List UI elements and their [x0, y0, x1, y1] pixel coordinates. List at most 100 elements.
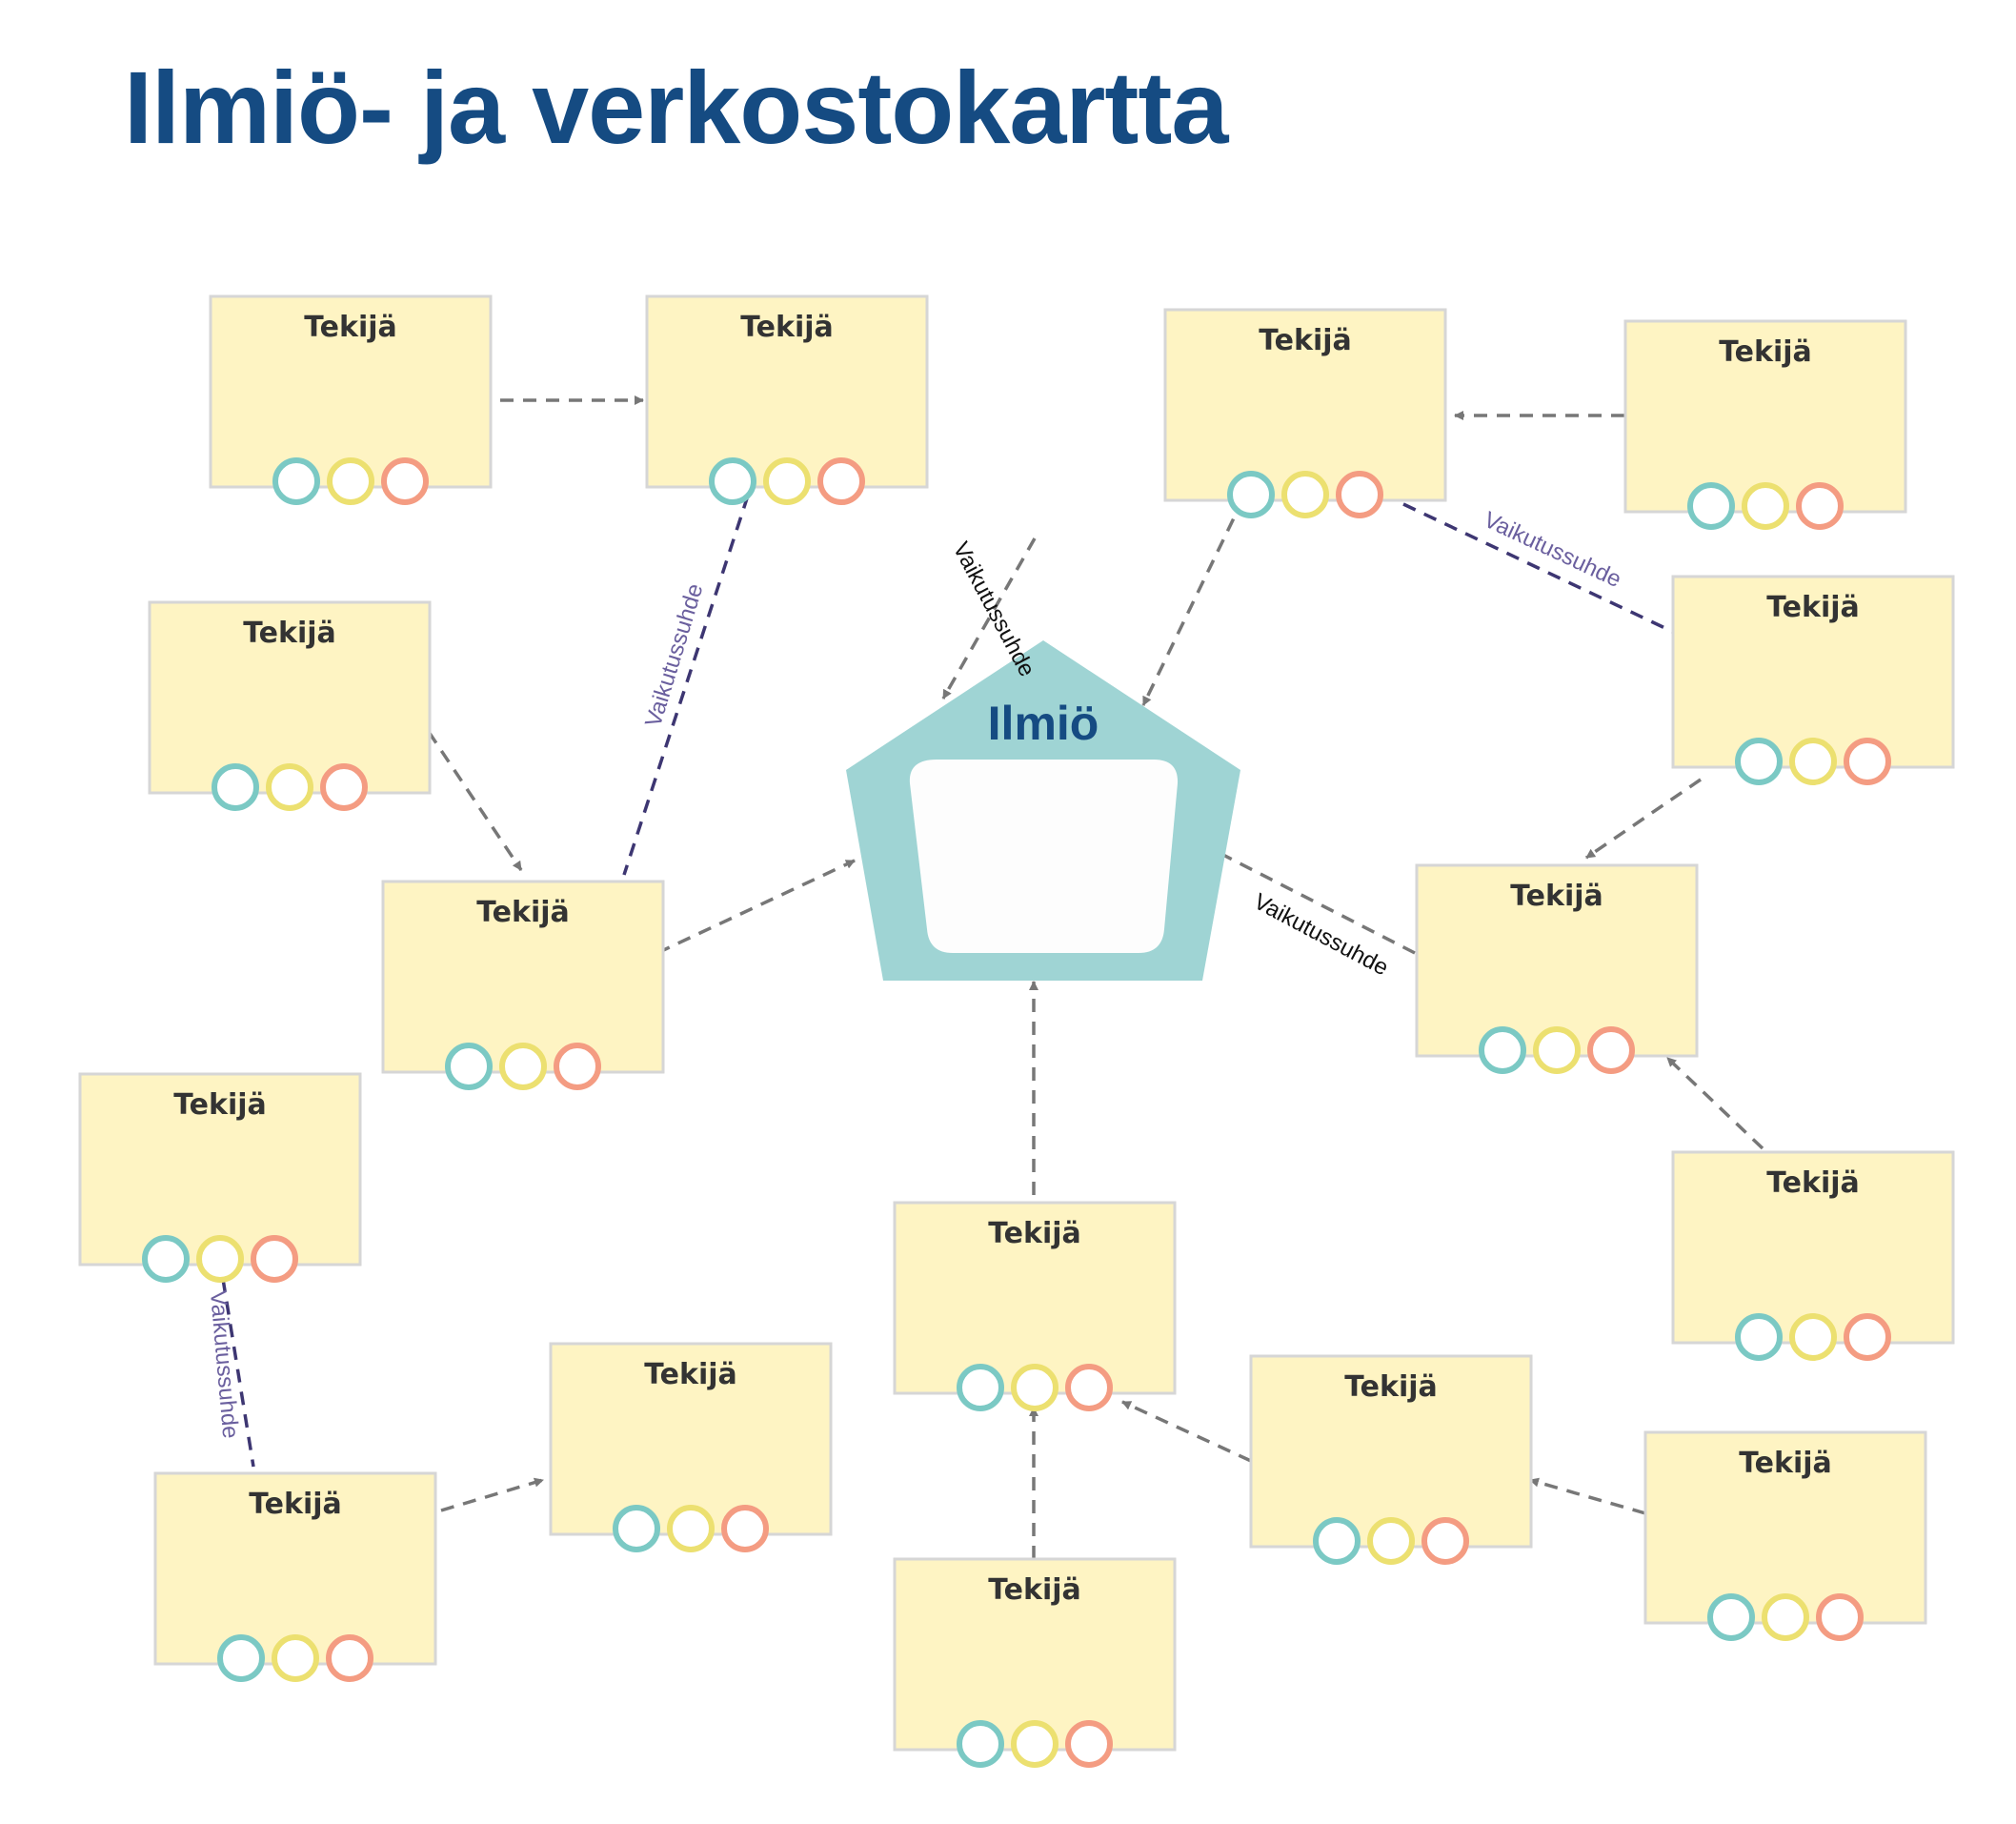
phenomenon-shape[interactable]: Ilmiö [846, 640, 1240, 981]
actor-card-box [153, 1471, 437, 1666]
status-circle-salmon[interactable] [1816, 1593, 1864, 1641]
status-circle-teal[interactable] [142, 1235, 190, 1283]
status-circle-yellow[interactable] [327, 457, 374, 505]
actor-card[interactable]: Tekijä [1671, 1150, 1955, 1361]
status-circle-salmon[interactable] [381, 457, 429, 505]
actor-card[interactable]: Tekijä [549, 1342, 833, 1552]
actor-card[interactable]: Tekijä [1163, 308, 1447, 518]
status-circle-yellow[interactable] [763, 457, 811, 505]
relation-line[interactable] [622, 495, 750, 876]
actor-label: Tekijä [1739, 1447, 1832, 1480]
relation-label: Vaikutussuhde [640, 580, 708, 730]
status-circle-teal[interactable] [1227, 471, 1275, 518]
status-circle-salmon[interactable] [1336, 471, 1383, 518]
status-circle-teal[interactable] [272, 457, 320, 505]
dependency-arrow[interactable] [427, 731, 523, 871]
status-circle-yellow[interactable] [1011, 1720, 1058, 1768]
status-circle-teal[interactable] [1479, 1026, 1526, 1074]
status-circle-teal[interactable] [1735, 738, 1783, 785]
status-circle-salmon[interactable] [251, 1235, 298, 1283]
actor-card[interactable]: Tekijä [153, 1471, 437, 1682]
status-circle-salmon[interactable] [1065, 1720, 1113, 1768]
status-circle-salmon[interactable] [1796, 482, 1844, 530]
actor-card[interactable]: Tekijä [1671, 575, 1955, 785]
actor-card-box [549, 1342, 833, 1536]
status-circle-yellow[interactable] [1742, 482, 1789, 530]
status-circle-salmon[interactable] [1065, 1364, 1113, 1411]
actor-card[interactable]: Tekijä [209, 294, 493, 505]
status-circle-yellow[interactable] [1011, 1364, 1058, 1411]
status-circle-yellow[interactable] [1789, 738, 1837, 785]
status-circle-teal[interactable] [957, 1364, 1004, 1411]
status-circle-salmon[interactable] [721, 1505, 769, 1552]
status-circle-yellow[interactable] [1533, 1026, 1581, 1074]
status-circle-yellow[interactable] [1762, 1593, 1809, 1641]
status-circle-yellow[interactable] [196, 1235, 244, 1283]
dependency-arrow[interactable] [1665, 1056, 1764, 1150]
actor-card[interactable]: Tekijä [1249, 1354, 1533, 1565]
status-circle-salmon[interactable] [554, 1043, 601, 1090]
status-circle-teal[interactable] [1313, 1517, 1361, 1565]
status-circle-teal[interactable] [212, 763, 259, 811]
status-circle-yellow[interactable] [272, 1634, 319, 1682]
actor-card[interactable]: Tekijä [1415, 863, 1699, 1074]
actor-card-box [1163, 308, 1447, 502]
actor-label: Tekijä [1719, 335, 1812, 369]
dependency-arrow[interactable] [656, 859, 856, 955]
actor-label: Tekijä [988, 1573, 1081, 1607]
actor-card[interactable]: Tekijä [893, 1201, 1177, 1411]
status-circle-yellow[interactable] [499, 1043, 547, 1090]
status-circle-salmon[interactable] [1844, 738, 1891, 785]
status-circle-salmon[interactable] [817, 457, 865, 505]
actor-card[interactable]: Tekijä [893, 1557, 1177, 1768]
actor-card[interactable]: Tekijä [1643, 1430, 1927, 1641]
relation-line[interactable] [1402, 502, 1674, 634]
actor-card[interactable]: Tekijä [645, 294, 929, 505]
dependency-arrow[interactable] [1209, 846, 1416, 955]
actor-card[interactable]: Tekijä [148, 600, 432, 811]
dependency-arrow[interactable] [1529, 1477, 1646, 1515]
dependency-arrow[interactable] [1585, 778, 1702, 860]
dependency-arrow[interactable] [1121, 1400, 1252, 1463]
relation-label: Vaikutussuhde [948, 537, 1040, 680]
actor-label: Tekijä [988, 1217, 1081, 1250]
status-circle-salmon[interactable] [1844, 1313, 1891, 1361]
status-circle-yellow[interactable] [1281, 471, 1329, 518]
status-circle-salmon[interactable] [320, 763, 368, 811]
status-circle-yellow[interactable] [1367, 1517, 1415, 1565]
actor-card[interactable]: Tekijä [1623, 319, 1907, 530]
actor-label: Tekijä [243, 617, 336, 650]
status-circle-teal[interactable] [709, 457, 756, 505]
status-circle-teal[interactable] [957, 1720, 1004, 1768]
dependency-arrow[interactable] [941, 537, 1037, 699]
status-circle-salmon[interactable] [1421, 1517, 1469, 1565]
relation-label: Vaikutussuhde [205, 1289, 243, 1439]
status-circle-salmon[interactable] [326, 1634, 373, 1682]
actor-label: Tekijä [1510, 880, 1603, 913]
status-circle-teal[interactable] [1687, 482, 1735, 530]
actor-card-box [1671, 575, 1955, 769]
status-circle-teal[interactable] [1707, 1593, 1755, 1641]
actor-card-box [78, 1072, 362, 1267]
status-circle-yellow[interactable] [667, 1505, 715, 1552]
actor-card[interactable]: Tekijä [381, 880, 665, 1090]
actor-label: Tekijä [1344, 1370, 1438, 1404]
phenomenon-content-area[interactable] [909, 760, 1179, 953]
status-circle-teal[interactable] [445, 1043, 493, 1090]
status-circle-yellow[interactable] [1789, 1313, 1837, 1361]
actor-card-box [1415, 863, 1699, 1058]
dependency-arrow[interactable] [440, 1477, 544, 1512]
actor-label: Tekijä [476, 896, 570, 929]
status-circle-teal[interactable] [613, 1505, 660, 1552]
status-circle-yellow[interactable] [266, 763, 313, 811]
actor-label: Tekijä [644, 1358, 737, 1391]
relation-line[interactable] [221, 1278, 255, 1468]
actor-card[interactable]: Tekijä [78, 1072, 362, 1283]
status-circle-teal[interactable] [1735, 1313, 1783, 1361]
actor-card-box [893, 1557, 1177, 1752]
dependency-arrow[interactable] [1141, 497, 1245, 706]
status-circle-salmon[interactable] [1587, 1026, 1635, 1074]
status-circle-teal[interactable] [217, 1634, 265, 1682]
